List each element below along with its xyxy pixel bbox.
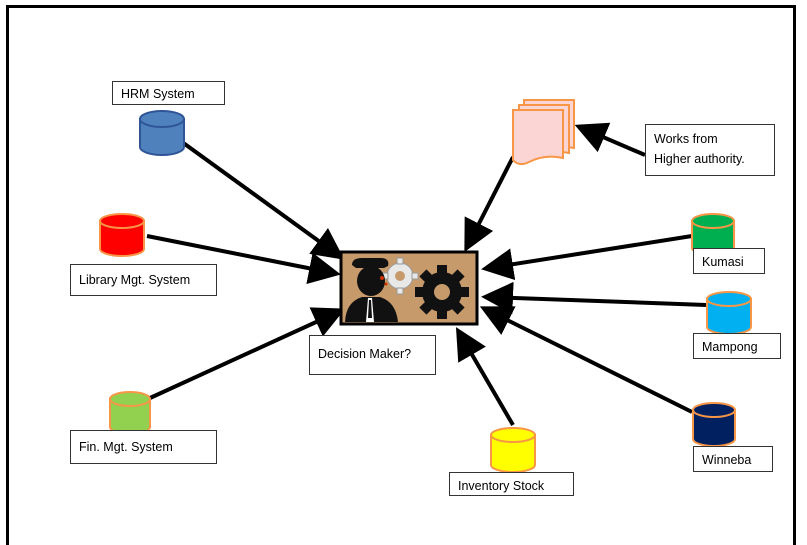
- arrow-works-to-documents: [574, 122, 646, 157]
- arrow-fin-to-decision: [149, 307, 346, 400]
- hrm-cylinder-body: [139, 118, 185, 156]
- hrm-cylinder-top: [139, 110, 185, 128]
- arrow-winneba-to-decision: [479, 306, 693, 414]
- winneba-label: Winneba: [693, 446, 773, 472]
- winneba-cylinder-body: [692, 409, 736, 447]
- library-database-icon: [99, 213, 145, 257]
- inventory-stock-label: Inventory Stock: [449, 472, 574, 496]
- arrow-kumasi-to-decision: [481, 234, 693, 281]
- kumasi-cylinder-top: [691, 213, 735, 229]
- mampong-label: Mampong: [693, 333, 781, 359]
- library-cylinder-top: [99, 213, 145, 229]
- arrow-hrm-to-decision: [180, 140, 345, 260]
- winneba-database-icon: [692, 402, 736, 447]
- connector-arrows: [146, 122, 707, 427]
- businessman-gears-icon: [339, 250, 479, 326]
- mampong-cylinder-top: [706, 291, 752, 307]
- arrow-mampong-to-decision: [481, 281, 707, 314]
- dark-gear-icon: [415, 265, 469, 319]
- diagram-frame: [6, 5, 796, 545]
- winneba-cylinder-top: [692, 402, 736, 418]
- works-label-line1: Works from: [654, 132, 718, 146]
- kumasi-label: Kumasi: [693, 248, 765, 274]
- library-system-label: Library Mgt. System: [70, 264, 217, 296]
- library-cylinder-body: [99, 220, 145, 257]
- inventory-database-icon: [490, 427, 536, 473]
- inventory-cylinder-body: [490, 434, 536, 473]
- arrow-library-to-decision: [146, 234, 341, 285]
- decision-maker-label: Decision Maker?: [309, 335, 436, 375]
- fin-system-label: Fin. Mgt. System: [70, 430, 217, 464]
- works-label-line2: Higher authority.: [654, 152, 745, 166]
- fin-database-icon: [109, 391, 151, 435]
- arrow-documents-to-decision: [464, 156, 515, 253]
- light-gear-icon: [381, 257, 419, 295]
- mampong-database-icon: [706, 291, 752, 335]
- arrow-inventory-to-decision: [455, 327, 515, 427]
- inventory-cylinder-top: [490, 427, 536, 443]
- hrm-database-icon: [139, 110, 185, 156]
- document-stack-icon: [512, 99, 575, 166]
- works-higher-authority-label: Works from Higher authority.: [645, 124, 775, 176]
- fin-cylinder-top: [109, 391, 151, 407]
- hrm-system-label: HRM System: [112, 81, 225, 105]
- businessman-icon: [345, 258, 398, 322]
